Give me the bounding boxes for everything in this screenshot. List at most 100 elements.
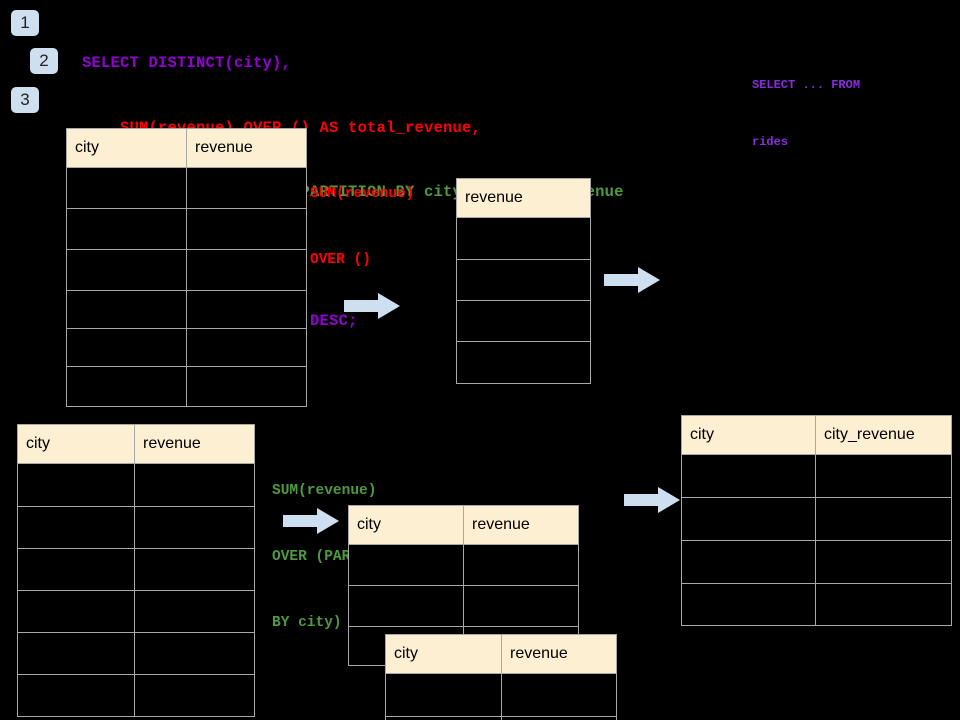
table-row	[681, 454, 952, 498]
arrow-total-to-result-icon	[604, 265, 660, 295]
table-partition-group-2: city revenue	[385, 634, 617, 720]
cell-city	[348, 585, 464, 627]
column-header-city: city	[66, 128, 187, 168]
arrow-partition-to-result-icon	[624, 485, 680, 515]
cell-revenue	[134, 674, 255, 717]
cell-city	[17, 506, 135, 549]
cell-city	[681, 497, 816, 541]
table-row	[66, 328, 307, 367]
cell-revenue	[186, 249, 307, 291]
cell-city	[385, 716, 502, 720]
cell-revenue	[134, 506, 255, 549]
table-rides-source-bottom: city revenue	[17, 424, 255, 717]
table-row	[456, 300, 591, 342]
column-header-revenue: revenue	[501, 634, 617, 674]
cell-city	[66, 328, 187, 367]
side-note-line-1: SELECT ... FROM	[752, 78, 861, 92]
table-row	[17, 632, 255, 675]
cell-revenue	[186, 290, 307, 329]
table-header-row: city city_revenue	[681, 415, 952, 455]
step-badge-1: 1	[11, 10, 39, 36]
cell-city-revenue	[815, 583, 952, 626]
cell-city	[66, 167, 187, 209]
table-row	[66, 249, 307, 291]
side-note-select-from: SELECT ... FROM rides	[752, 38, 860, 190]
arrow-rides-to-total-icon	[344, 291, 400, 321]
cell-city	[681, 540, 816, 584]
cell-revenue	[456, 217, 591, 260]
table-row	[66, 290, 307, 329]
cell-revenue	[186, 328, 307, 367]
table-header-row: city revenue	[348, 505, 579, 545]
arrow-rides-to-partition-icon	[283, 506, 339, 536]
cell-city	[385, 673, 502, 717]
table-row	[681, 497, 952, 541]
table-header-row: revenue	[456, 178, 591, 218]
cell-revenue	[463, 544, 579, 586]
column-header-revenue: revenue	[186, 128, 307, 168]
annotation-total-revenue: SUM(revenue) OVER ()	[310, 139, 414, 315]
cell-revenue	[134, 632, 255, 675]
annotation-total-revenue-line-1: SUM(revenue)	[310, 186, 415, 202]
cell-revenue	[463, 585, 579, 627]
table-row	[17, 463, 255, 507]
cell-city	[17, 632, 135, 675]
table-row	[66, 366, 307, 407]
cell-city	[66, 208, 187, 250]
cell-revenue	[501, 673, 617, 717]
cell-revenue	[456, 259, 591, 301]
table-header-row: city revenue	[17, 424, 255, 464]
cell-city	[17, 463, 135, 507]
table-row	[456, 259, 591, 301]
cell-revenue	[456, 300, 591, 342]
cell-revenue	[186, 208, 307, 250]
table-final-result: city city_revenue	[681, 415, 952, 626]
table-row	[348, 585, 579, 627]
annotation-city-revenue-line-3: BY city)	[272, 615, 342, 631]
table-row	[17, 590, 255, 633]
cell-city	[17, 590, 135, 633]
step-badge-3: 3	[11, 87, 39, 113]
table-header-row: city revenue	[66, 128, 307, 168]
cell-city-revenue	[815, 540, 952, 584]
table-row	[348, 544, 579, 586]
table-row	[66, 167, 307, 209]
table-rides-source-top: city revenue	[66, 128, 307, 407]
column-header-city-revenue: city_revenue	[815, 415, 952, 455]
cell-revenue	[134, 548, 255, 591]
cell-city	[66, 290, 187, 329]
cell-city	[66, 366, 187, 407]
column-header-city: city	[385, 634, 502, 674]
cell-city	[17, 674, 135, 717]
cell-revenue	[134, 463, 255, 507]
annotation-city-revenue-line-1: SUM(revenue)	[272, 483, 377, 499]
cell-city-revenue	[815, 454, 952, 498]
cell-revenue	[456, 341, 591, 384]
cell-city	[66, 249, 187, 291]
column-header-revenue: revenue	[463, 505, 579, 545]
cell-city-revenue	[815, 497, 952, 541]
table-row	[456, 341, 591, 384]
side-note-line-2: rides	[752, 135, 789, 149]
table-total-revenue: revenue	[456, 178, 591, 384]
cell-city	[348, 544, 464, 586]
table-row	[17, 548, 255, 591]
cell-city	[681, 583, 816, 626]
cell-revenue	[134, 590, 255, 633]
table-row	[456, 217, 591, 260]
column-header-city: city	[681, 415, 816, 455]
sql-line-1: SELECT DISTINCT(city),	[82, 54, 292, 72]
cell-revenue	[186, 366, 307, 407]
annotation-total-revenue-line-2: OVER ()	[310, 252, 371, 268]
table-row	[385, 716, 617, 720]
table-row	[681, 583, 952, 626]
column-header-city: city	[17, 424, 135, 464]
column-header-revenue: revenue	[134, 424, 255, 464]
cell-revenue	[186, 167, 307, 209]
cell-revenue	[501, 716, 617, 720]
table-row	[681, 540, 952, 584]
column-header-revenue: revenue	[456, 178, 591, 218]
cell-city	[17, 548, 135, 591]
table-row	[17, 674, 255, 717]
